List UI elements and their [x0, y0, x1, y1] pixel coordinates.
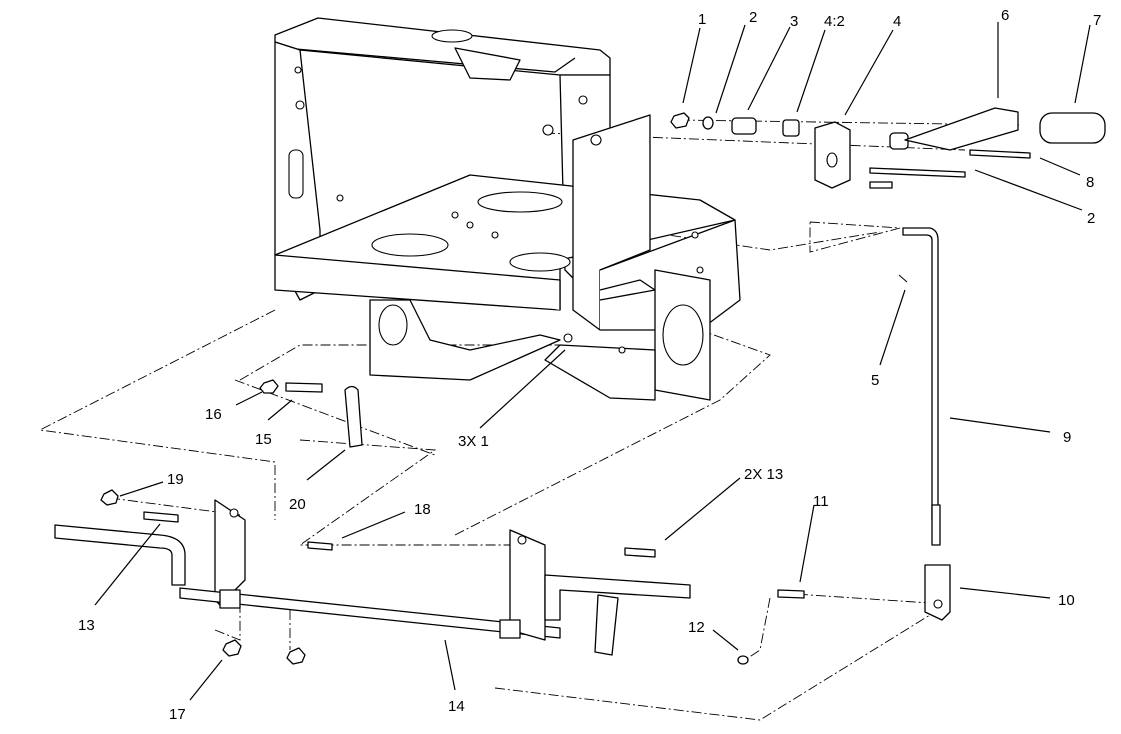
callout-4-2: 4:2 — [824, 13, 845, 30]
spring-part-20 — [344, 385, 363, 448]
callout-17: 17 — [169, 706, 186, 723]
callout-labels: 1 2 3 4:2 4 6 7 8 2 5 9 16 15 3X 1 20 19… — [78, 7, 1101, 723]
callout-3: 3 — [790, 13, 798, 30]
rod-part-9 — [902, 227, 939, 521]
bushing-part-4-2 — [782, 119, 800, 137]
callout-20: 20 — [289, 496, 306, 513]
callout-1: 1 — [698, 11, 706, 28]
shaft-part-14 — [179, 587, 561, 639]
hardware — [100, 379, 805, 665]
pedal-right — [544, 574, 691, 621]
callout-6: 6 — [1001, 7, 1009, 24]
spacer-part-3 — [731, 117, 757, 135]
control-linkage — [542, 107, 1106, 189]
pin-part-11 — [777, 589, 805, 599]
callout-13: 13 — [78, 617, 95, 634]
callout-2-top: 2 — [749, 9, 757, 26]
callout-9: 9 — [1063, 429, 1071, 446]
bolt-part-8 — [969, 149, 1031, 159]
callout-8: 8 — [1086, 174, 1094, 191]
bolt-part-18 — [307, 541, 333, 551]
control-rod — [898, 227, 951, 621]
nut-part-17 — [222, 639, 242, 657]
callout-2-right: 2 — [1087, 210, 1095, 227]
bolt-part-13b — [624, 547, 656, 558]
clip-part-12 — [737, 655, 749, 665]
callout-16: 16 — [205, 406, 222, 423]
callout-18: 18 — [414, 501, 431, 518]
clevis-part-10 — [924, 564, 951, 621]
grip-part-7 — [1039, 112, 1106, 144]
handle-part-6 — [904, 107, 1019, 151]
washer-part-2 — [702, 116, 714, 130]
callout-2x13: 2X 13 — [744, 466, 783, 483]
frame-weldment — [274, 17, 741, 401]
callout-10: 10 — [1058, 592, 1075, 609]
callout-4: 4 — [893, 13, 901, 30]
pedal-assembly — [54, 499, 691, 656]
callout-12: 12 — [688, 619, 705, 636]
pedal-left — [54, 524, 186, 586]
nut-part-1 — [670, 112, 690, 129]
callout-7: 7 — [1093, 12, 1101, 29]
nut-part-16 — [259, 379, 279, 394]
callout-15: 15 — [255, 431, 272, 448]
nut-part-19 — [100, 489, 119, 506]
callout-19: 19 — [167, 471, 184, 488]
bolt-part-13 — [143, 511, 179, 523]
callout-14: 14 — [448, 698, 465, 715]
callout-5: 5 — [871, 372, 879, 389]
leader-lines — [94, 22, 1091, 701]
callout-3x1: 3X 1 — [458, 433, 489, 450]
bolt-part-15 — [285, 382, 323, 393]
callout-11: 11 — [813, 493, 829, 510]
